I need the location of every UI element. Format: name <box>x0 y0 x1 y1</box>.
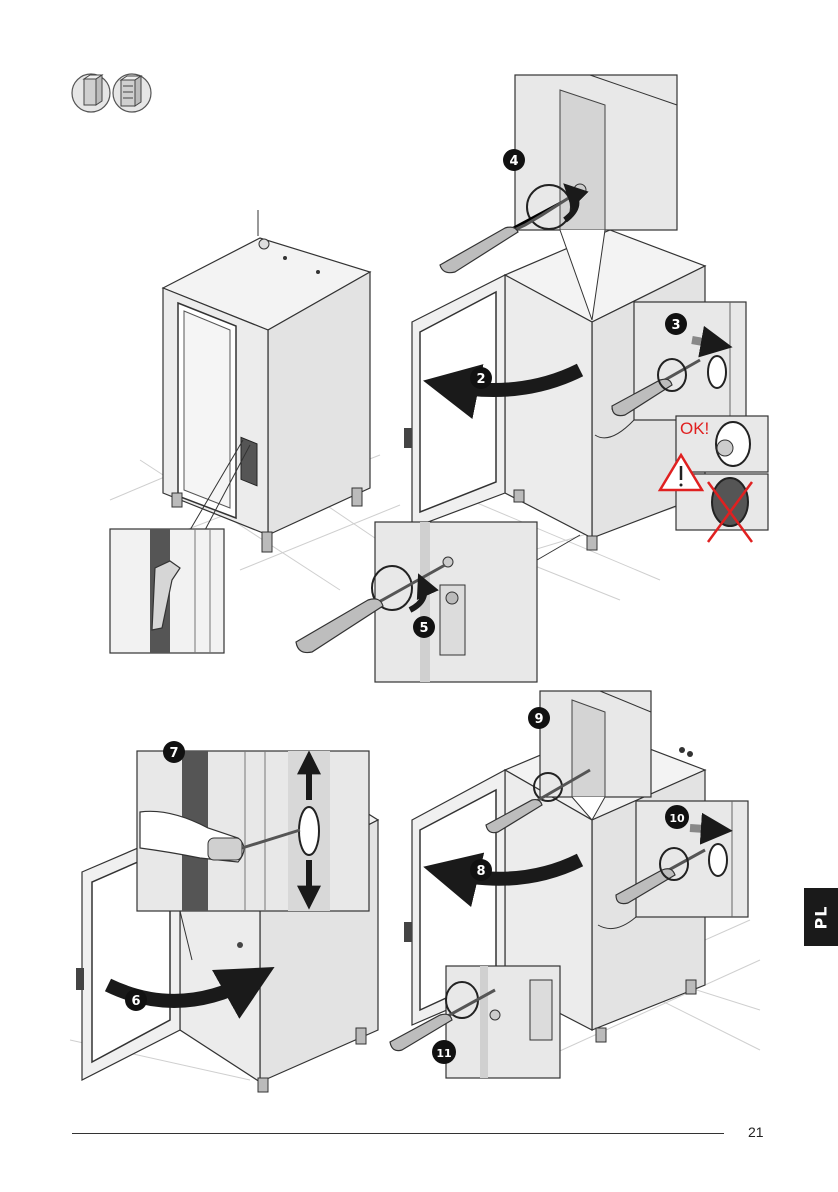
step-badge-4: 4 <box>503 149 525 171</box>
language-tab-label: PL <box>811 905 831 929</box>
svg-text:6: 6 <box>131 994 140 1009</box>
svg-text:7: 7 <box>169 746 178 761</box>
svg-text:9: 9 <box>534 712 543 727</box>
warning-panel: OK! <box>657 415 769 543</box>
svg-text:2: 2 <box>476 372 485 387</box>
arrow-step-6 <box>104 967 275 1019</box>
stacked-model-icon <box>112 73 152 113</box>
step-badge-3: 3 <box>665 313 687 335</box>
handle-detail-inset <box>109 528 225 654</box>
ok-label: OK! <box>680 419 709 438</box>
oven-closed <box>161 210 372 553</box>
inset-step-3 <box>594 301 747 439</box>
inset-step-5 <box>295 521 581 683</box>
step-badge-2: 2 <box>470 367 492 389</box>
step-badge-11: 11 <box>432 1040 456 1064</box>
language-tab: PL <box>804 888 838 946</box>
inset-step-11 <box>389 965 561 1079</box>
step-badge-7: 7 <box>163 741 185 763</box>
svg-text:4: 4 <box>509 154 518 169</box>
inset-step-9 <box>485 690 652 834</box>
svg-text:10: 10 <box>669 812 685 825</box>
floor-model-icon <box>71 73 111 113</box>
inset-step-7 <box>136 750 370 961</box>
step-badge-9: 9 <box>528 707 550 729</box>
inset-step-10 <box>597 800 749 930</box>
footer-rule <box>72 1133 724 1134</box>
svg-text:5: 5 <box>419 621 428 636</box>
svg-text:11: 11 <box>436 1047 451 1060</box>
svg-text:8: 8 <box>476 864 485 879</box>
inset-step-4 <box>439 74 678 321</box>
step-badge-6: 6 <box>125 989 147 1011</box>
page-number: 21 <box>748 1124 764 1140</box>
step-badge-5: 5 <box>413 616 435 638</box>
svg-text:3: 3 <box>671 318 680 333</box>
step-badge-10: 10 <box>665 805 689 829</box>
step-badges: 2 3 4 5 6 7 8 9 <box>125 149 689 1064</box>
arrow-step-2 <box>423 363 584 420</box>
arrow-step-8 <box>423 852 584 908</box>
step-badge-8: 8 <box>470 859 492 881</box>
